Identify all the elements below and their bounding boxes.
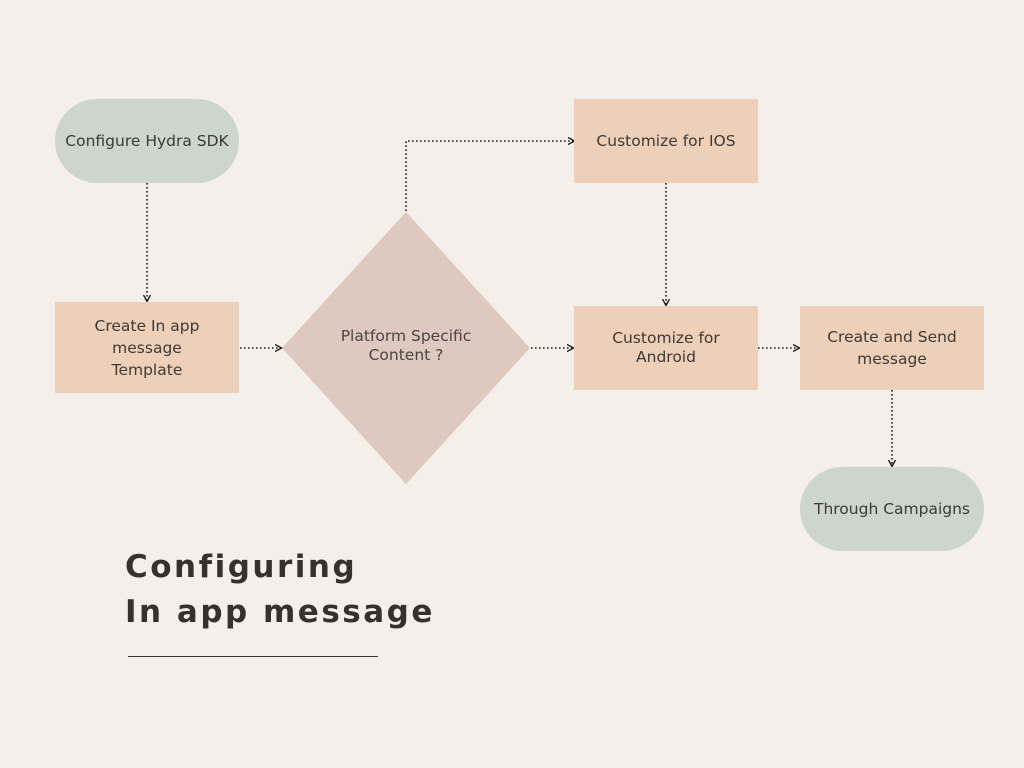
node-configure-sdk-label: Configure Hydra SDK: [65, 132, 229, 150]
node-customize-ios: Customize for IOS: [574, 99, 758, 183]
node-create-template-label: Create In app message Template: [94, 316, 200, 379]
node-create-send-label: Create and Send message: [827, 328, 957, 368]
node-customize-ios-label: Customize for IOS: [596, 132, 736, 150]
node-customize-android: Customize for Android: [574, 306, 758, 390]
node-through-campaigns: Through Campaigns: [800, 467, 984, 551]
edges-layer: [147, 141, 892, 466]
platform-decision-diamond: [282, 212, 530, 484]
page-title-line-1: Configuring: [125, 549, 358, 585]
title-underline: [128, 656, 378, 657]
page-title: Configuring In app message: [125, 545, 435, 635]
node-customize-android-label: Customize for Android: [612, 329, 720, 366]
node-create-template: Create In app message Template: [55, 302, 239, 393]
node-configure-sdk: Configure Hydra SDK: [55, 99, 239, 183]
page-title-line-2: In app message: [125, 594, 435, 630]
node-platform-decision-label: Platform Specific Content ?: [340, 327, 472, 364]
edge-platform-decision-to-customize-ios: [405, 141, 574, 211]
node-create-send: Create and Send message: [800, 306, 984, 390]
node-through-campaigns-label: Through Campaigns: [813, 500, 971, 518]
